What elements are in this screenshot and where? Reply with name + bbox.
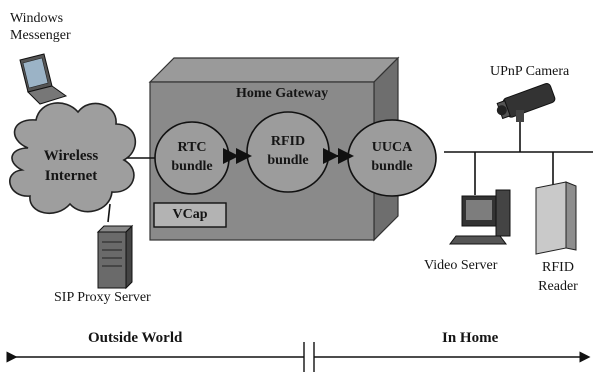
zone-arrow bbox=[6, 342, 591, 372]
rfid-reader-label: RFID Reader bbox=[538, 260, 578, 294]
windows-messenger-label: Windows Messenger bbox=[10, 11, 71, 43]
upnp-camera-label: UPnP Camera bbox=[490, 64, 570, 79]
wireless-internet-cloud bbox=[9, 102, 137, 214]
server-tower-icon bbox=[96, 224, 134, 290]
rfid-bundle-label: RFID bundle bbox=[267, 134, 309, 168]
rtc-bundle-label: RTC bundle bbox=[171, 140, 213, 174]
uuca-bundle-label: UUCA bundle bbox=[371, 140, 413, 174]
wireless-internet-label: Wireless Internet bbox=[43, 148, 99, 184]
rfid-reader-icon bbox=[535, 181, 577, 255]
network-links bbox=[54, 107, 593, 223]
home-gateway-label: Home Gateway bbox=[236, 86, 329, 101]
outside-world-label: Outside World bbox=[88, 330, 183, 346]
in-home-label: In Home bbox=[442, 330, 499, 346]
camera-icon bbox=[496, 83, 556, 122]
vcap-box bbox=[153, 202, 227, 228]
gateway-top-face bbox=[148, 57, 400, 83]
video-server-label: Video Server bbox=[424, 258, 498, 273]
laptop-icon bbox=[19, 53, 68, 105]
cloud-to-sip-link bbox=[107, 203, 111, 223]
sip-proxy-server-label: SIP Proxy Server bbox=[54, 290, 151, 305]
computer-icon bbox=[449, 189, 511, 245]
vcap-label: VCap bbox=[172, 207, 208, 222]
